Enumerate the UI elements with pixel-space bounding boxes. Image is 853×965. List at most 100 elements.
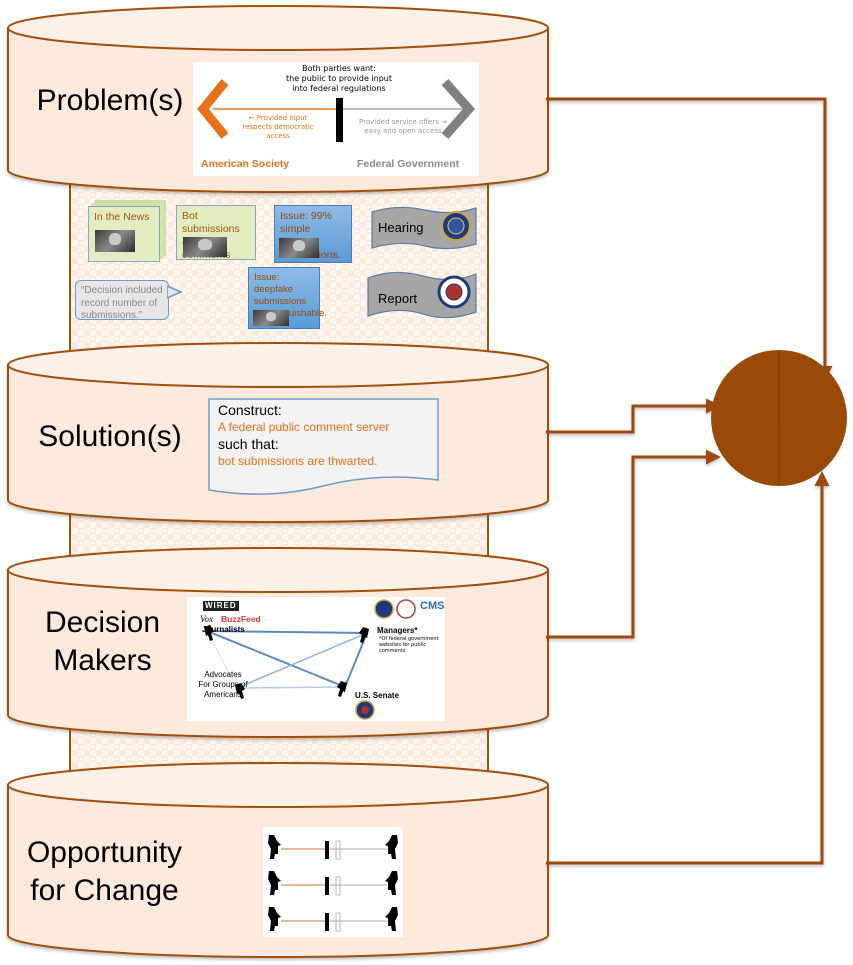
quote-text: record number of bbox=[81, 297, 158, 309]
american-society-label: American Society bbox=[201, 158, 290, 170]
note-bot-submissions: Bot submissions as FCC comments bbox=[176, 205, 256, 261]
tug-of-war-graphic bbox=[197, 79, 476, 142]
note-line: easy and open access bbox=[364, 127, 442, 135]
center-marker bbox=[325, 877, 329, 895]
person-pulling-icons bbox=[204, 625, 369, 699]
footnote-line: *Of federal government bbox=[379, 636, 439, 642]
footnote-line: websites for public bbox=[379, 642, 427, 648]
note-text: Bot submissions bbox=[182, 210, 240, 235]
wired-logo: WIRED bbox=[203, 601, 239, 611]
problem-header: Both parties want: the public to provide… bbox=[279, 64, 399, 94]
photo-thumbnail bbox=[95, 230, 135, 252]
tug-row bbox=[268, 871, 398, 896]
tug-row bbox=[268, 835, 398, 860]
advocates-line: Advocates bbox=[204, 670, 242, 679]
fcc-seal-icon bbox=[374, 599, 394, 619]
construct-target: A federal public comment server bbox=[218, 420, 390, 434]
quote-bubble-tail bbox=[167, 285, 183, 299]
tier-label-problems: Problem(s) bbox=[36, 84, 184, 117]
center-marker bbox=[325, 913, 329, 931]
banner-hearing-label: Hearing bbox=[378, 220, 424, 235]
tug-of-war-rows bbox=[268, 835, 398, 932]
problem-panel: Both parties want: the public to provide… bbox=[193, 62, 479, 176]
stakeholder-network bbox=[204, 599, 416, 720]
advocates-line: For Groups of bbox=[198, 680, 248, 689]
note-text: Issue: 99% simple bbox=[280, 210, 332, 235]
header-line: the public to provide input bbox=[285, 74, 393, 83]
tier-label-line: Opportunity bbox=[26, 836, 183, 869]
target-marker bbox=[335, 912, 341, 932]
construct-requirement: bot submissions are thwarted. bbox=[218, 454, 378, 468]
note-line: Provided service offers → bbox=[359, 118, 447, 126]
quote-text: “Decision included bbox=[81, 285, 163, 296]
edge-journalists-senate bbox=[206, 630, 346, 688]
decision-makers-panel: WIRED Vox BuzzFeed Journalists CMS Manag… bbox=[187, 597, 445, 721]
note-line: respects democratic bbox=[242, 123, 314, 131]
opportunity-panel bbox=[263, 827, 403, 937]
edge-managers-senate bbox=[344, 632, 368, 688]
managers-footnote: *Of federal government websites for publ… bbox=[379, 636, 438, 654]
edge-advocates-managers bbox=[236, 632, 368, 689]
federal-government-label: Federal Government bbox=[357, 158, 460, 170]
note-issue-simple-fakes: Issue: 99% simple fake submissions. bbox=[274, 205, 352, 263]
journalists-label: Journalists bbox=[202, 625, 245, 634]
cms-logo: CMS bbox=[420, 600, 445, 612]
target-marker bbox=[335, 840, 341, 860]
note-line: ← Provided input bbox=[248, 114, 308, 122]
target-marker bbox=[335, 876, 341, 896]
tier-label-line: for Change bbox=[30, 874, 179, 907]
managers-label: Managers* bbox=[377, 626, 418, 635]
note-in-the-news: In the News bbox=[88, 206, 160, 262]
person-pulling-left-icon bbox=[268, 907, 281, 931]
banner-report-label: Report bbox=[378, 291, 418, 306]
tug-row bbox=[268, 907, 398, 932]
center-marker bbox=[325, 841, 329, 859]
connector-decision-makers bbox=[546, 449, 721, 639]
note-text: In the News bbox=[94, 211, 150, 223]
left-chevron-icon bbox=[197, 79, 229, 139]
tier-label-line: Makers bbox=[53, 644, 152, 677]
senate-label: U.S. Senate bbox=[355, 691, 400, 700]
vox-logo: Vox bbox=[200, 614, 213, 624]
quote-text: submissions.” bbox=[81, 310, 143, 321]
edge-advocates-senate bbox=[236, 686, 346, 689]
society-note: ← Provided input respects democratic acc… bbox=[233, 114, 323, 141]
photo-thumbnail bbox=[183, 237, 227, 257]
person-pulling-right-icon bbox=[385, 871, 398, 895]
note-text: submissions bbox=[254, 296, 307, 307]
person-pulling-right-icon bbox=[385, 907, 398, 931]
construct-label: Construct: bbox=[218, 402, 282, 418]
edge-journalists-managers bbox=[206, 630, 368, 634]
junction-node bbox=[711, 350, 847, 486]
note-line: access bbox=[266, 132, 290, 140]
person-pulling-left-icon bbox=[268, 871, 281, 895]
buzzfeed-logo: BuzzFeed bbox=[221, 614, 261, 624]
center-marker bbox=[336, 98, 343, 142]
house-seal-icon bbox=[396, 599, 416, 619]
right-chevron-icon bbox=[441, 79, 476, 139]
header-line: Both parties want: bbox=[302, 64, 376, 73]
note-text: Issue: deepfake bbox=[254, 272, 294, 295]
such-that-label: such that: bbox=[218, 436, 279, 452]
banner-hearing bbox=[371, 206, 477, 250]
government-note: Provided service offers → easy and open … bbox=[353, 118, 453, 136]
advocates-line: Americans bbox=[204, 690, 242, 699]
tier-label-solutions: Solution(s) bbox=[38, 420, 182, 453]
footnote-line: comments bbox=[379, 648, 406, 654]
connector-opportunity bbox=[546, 471, 830, 865]
connector-problems bbox=[546, 97, 833, 381]
solution-panel: Construct: A federal public comment serv… bbox=[218, 402, 389, 470]
header-line: into federal regulations bbox=[292, 84, 386, 93]
person-pulling-right-icon bbox=[385, 835, 398, 859]
photo-thumbnail bbox=[279, 238, 319, 258]
note-issue-deepfakes: Issue: deepfake submissions indistinguis… bbox=[248, 267, 327, 329]
advocates-label: Advocates For Groups of Americans bbox=[195, 670, 251, 700]
tier-label-decision-makers: Decision Makers bbox=[20, 604, 185, 680]
edge-journalists-advocates bbox=[206, 630, 238, 689]
tier-label-line: Decision bbox=[44, 606, 161, 639]
tier-label-opportunity: Opportunity for Change bbox=[12, 834, 197, 910]
person-pulling-left-icon bbox=[268, 835, 281, 859]
note-text: indistinguishable. bbox=[254, 308, 327, 319]
banner-report bbox=[367, 271, 477, 319]
